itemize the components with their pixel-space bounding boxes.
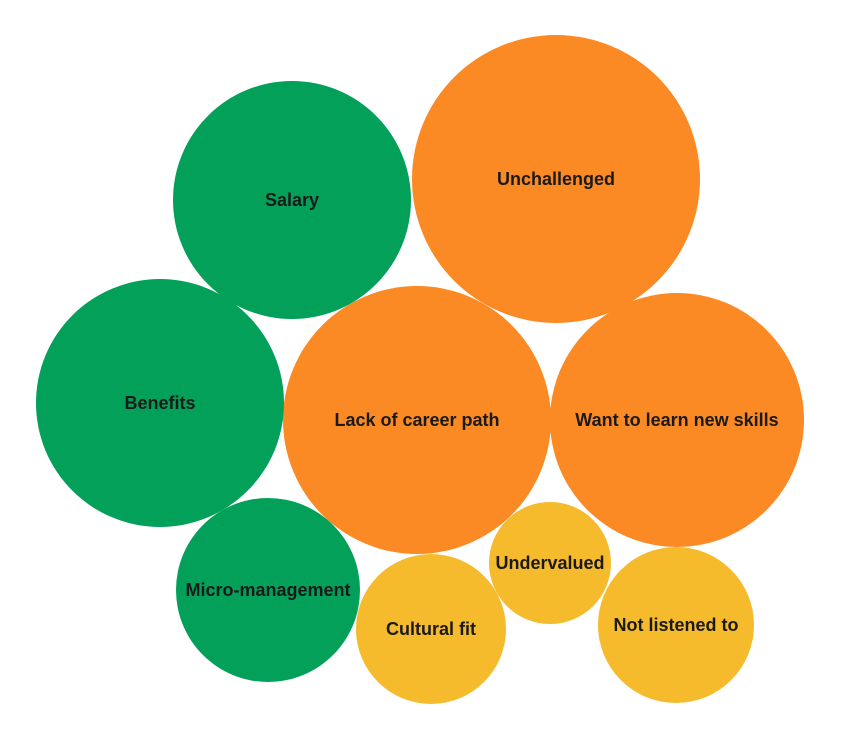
bubble-circle (283, 286, 551, 554)
bubble-circle (173, 81, 411, 319)
bubble-circle (598, 547, 754, 703)
bubble-label: Unchallenged (497, 169, 615, 189)
bubble-label: Lack of career path (334, 410, 499, 430)
bubble-not-listened-to: Not listened to (598, 547, 754, 703)
bubble-circle (412, 35, 700, 323)
bubble-label: Undervalued (495, 553, 604, 573)
bubble-micro-management: Micro-management (176, 498, 360, 682)
bubble-circle (36, 279, 284, 527)
bubble-undervalued: Undervalued (489, 502, 611, 624)
bubble-circle (550, 293, 804, 547)
bubble-label: Cultural fit (386, 619, 476, 639)
bubble-circle (356, 554, 506, 704)
bubble-label: Want to learn new skills (575, 410, 778, 430)
bubble-cultural-fit: Cultural fit (356, 554, 506, 704)
bubble-label: Micro-management (185, 580, 350, 600)
bubble-salary: Salary (173, 81, 411, 319)
bubble-label: Benefits (124, 393, 195, 413)
bubble-lack-of-career-path: Lack of career path (283, 286, 551, 554)
bubble-circle (176, 498, 360, 682)
bubble-unchallenged: Unchallenged (412, 35, 700, 323)
bubble-benefits: Benefits (36, 279, 284, 527)
bubble-want-to-learn-new-skills: Want to learn new skills (550, 293, 804, 547)
bubble-label: Not listened to (614, 615, 739, 635)
bubble-circle (489, 502, 611, 624)
bubble-label: Salary (265, 190, 319, 210)
